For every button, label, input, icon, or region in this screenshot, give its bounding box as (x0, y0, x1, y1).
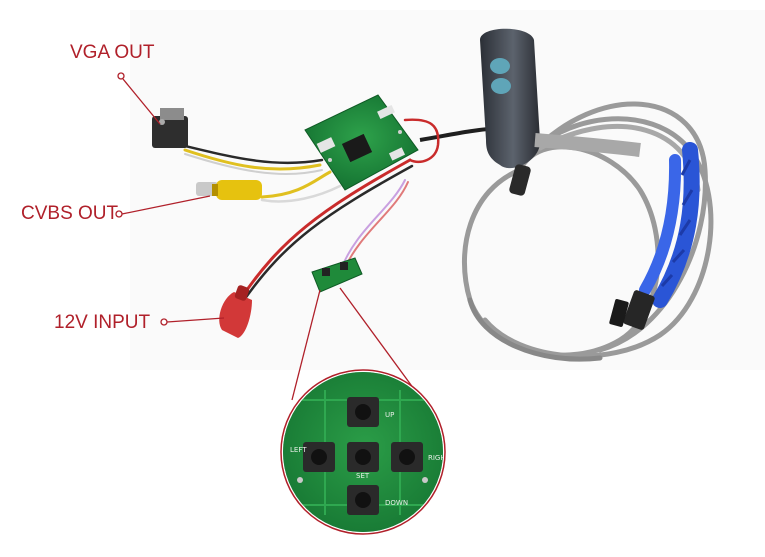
camera-handle (480, 28, 641, 196)
label-up: UP (385, 411, 394, 419)
dc-power-connector (219, 285, 252, 338)
button-set-icon (347, 442, 379, 472)
button-left-icon (303, 442, 335, 472)
main-pcb (304, 94, 419, 191)
handle-button-bottom-icon (491, 78, 511, 94)
label-set: SET (356, 472, 370, 480)
vga-connector (152, 108, 188, 148)
label-left: LEFT (290, 446, 307, 454)
button-pcb (311, 257, 363, 293)
button-board-zoom: UP LEFT SET RIGHT DOWN (280, 369, 451, 535)
callout-leaders (115, 72, 423, 401)
button-right-icon (391, 442, 423, 472)
wiring-harness (183, 118, 440, 302)
callout-cvbs-out: CVBS OUT (21, 203, 119, 224)
callout-12v-input: 12V INPUT (54, 312, 151, 333)
rca-connector (196, 180, 262, 200)
button-down-icon (347, 485, 379, 515)
label-down: DOWN (385, 499, 408, 507)
blue-cable-wrap (609, 142, 700, 330)
button-up-icon (347, 397, 379, 427)
label-right: RIGHT (428, 454, 451, 462)
handle-button-top-icon (490, 58, 510, 74)
callout-vga-out: VGA OUT (70, 42, 155, 63)
